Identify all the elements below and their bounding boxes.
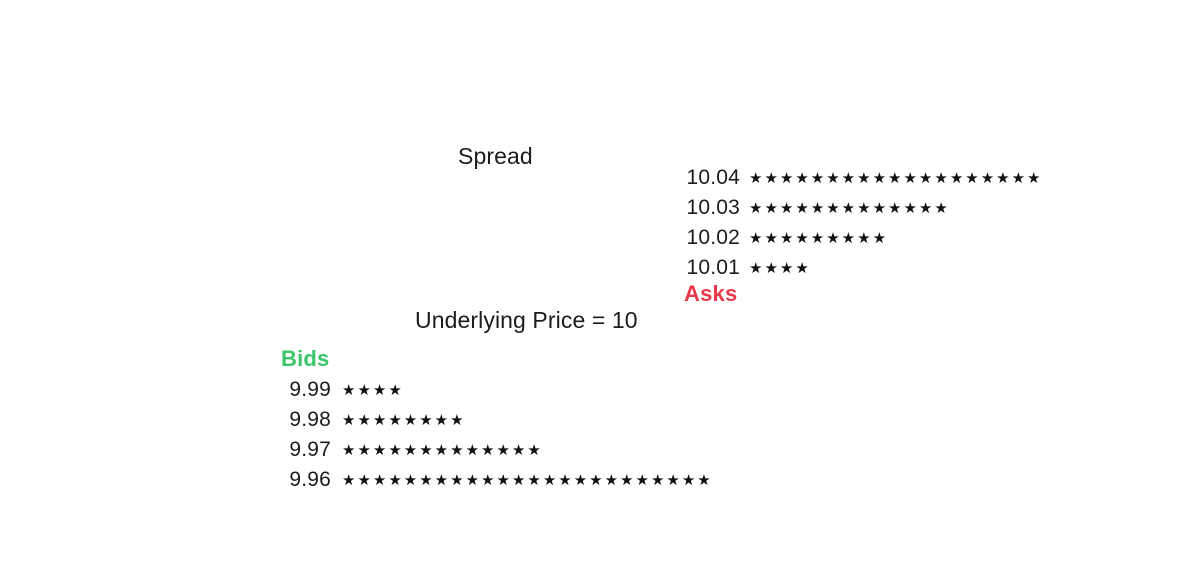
level-price: 10.03 xyxy=(686,196,740,219)
order-book-level-row: 10.03 ★★★★★★★★★★★★★ xyxy=(684,193,1043,223)
order-book-level-row: 9.98 ★★★★★★★★ xyxy=(281,405,713,435)
level-size-stars: ★★★★★★★★★★★★★ xyxy=(749,198,950,217)
bids-ladder: 9.99★★★★9.98★★★★★★★★9.97★★★★★★★★★★★★★9.9… xyxy=(281,375,713,495)
level-size-stars: ★★★★★★★★ xyxy=(342,410,466,429)
order-book-level-row: 9.99 ★★★★ xyxy=(281,375,713,405)
asks-ladder: 10.04★★★★★★★★★★★★★★★★★★★10.03★★★★★★★★★★★… xyxy=(684,163,1043,283)
level-price: 10.02 xyxy=(686,226,740,249)
underlying-price-label: Underlying Price = 10 xyxy=(415,307,638,333)
order-book-level-row: 10.01 ★★★★ xyxy=(684,253,1043,283)
level-size-stars: ★★★★ xyxy=(749,258,811,277)
level-price: 9.96 xyxy=(289,468,331,491)
order-book-level-row: 9.97 ★★★★★★★★★★★★★ xyxy=(281,435,713,465)
level-size-stars: ★★★★★★★★★★★★★★★★★★★★★★★★ xyxy=(342,470,713,489)
level-price: 9.98 xyxy=(289,408,331,431)
level-price: 10.01 xyxy=(686,256,740,279)
level-size-stars: ★★★★★★★★★ xyxy=(749,228,889,247)
order-book-level-row: 9.96 ★★★★★★★★★★★★★★★★★★★★★★★★ xyxy=(281,465,713,495)
spread-label: Spread xyxy=(458,143,533,169)
level-price: 9.99 xyxy=(289,378,331,401)
level-size-stars: ★★★★★★★★★★★★★ xyxy=(342,440,543,459)
asks-heading: Asks xyxy=(684,281,738,306)
order-book-level-row: 10.02 ★★★★★★★★★ xyxy=(684,223,1043,253)
order-book-level-row: 10.04 ★★★★★★★★★★★★★★★★★★★ xyxy=(684,163,1043,193)
level-size-stars: ★★★★★★★★★★★★★★★★★★★ xyxy=(749,168,1043,187)
level-price: 10.04 xyxy=(686,166,740,189)
level-price: 9.97 xyxy=(289,438,331,461)
level-size-stars: ★★★★ xyxy=(342,380,404,399)
bids-heading: Bids xyxy=(281,346,330,371)
